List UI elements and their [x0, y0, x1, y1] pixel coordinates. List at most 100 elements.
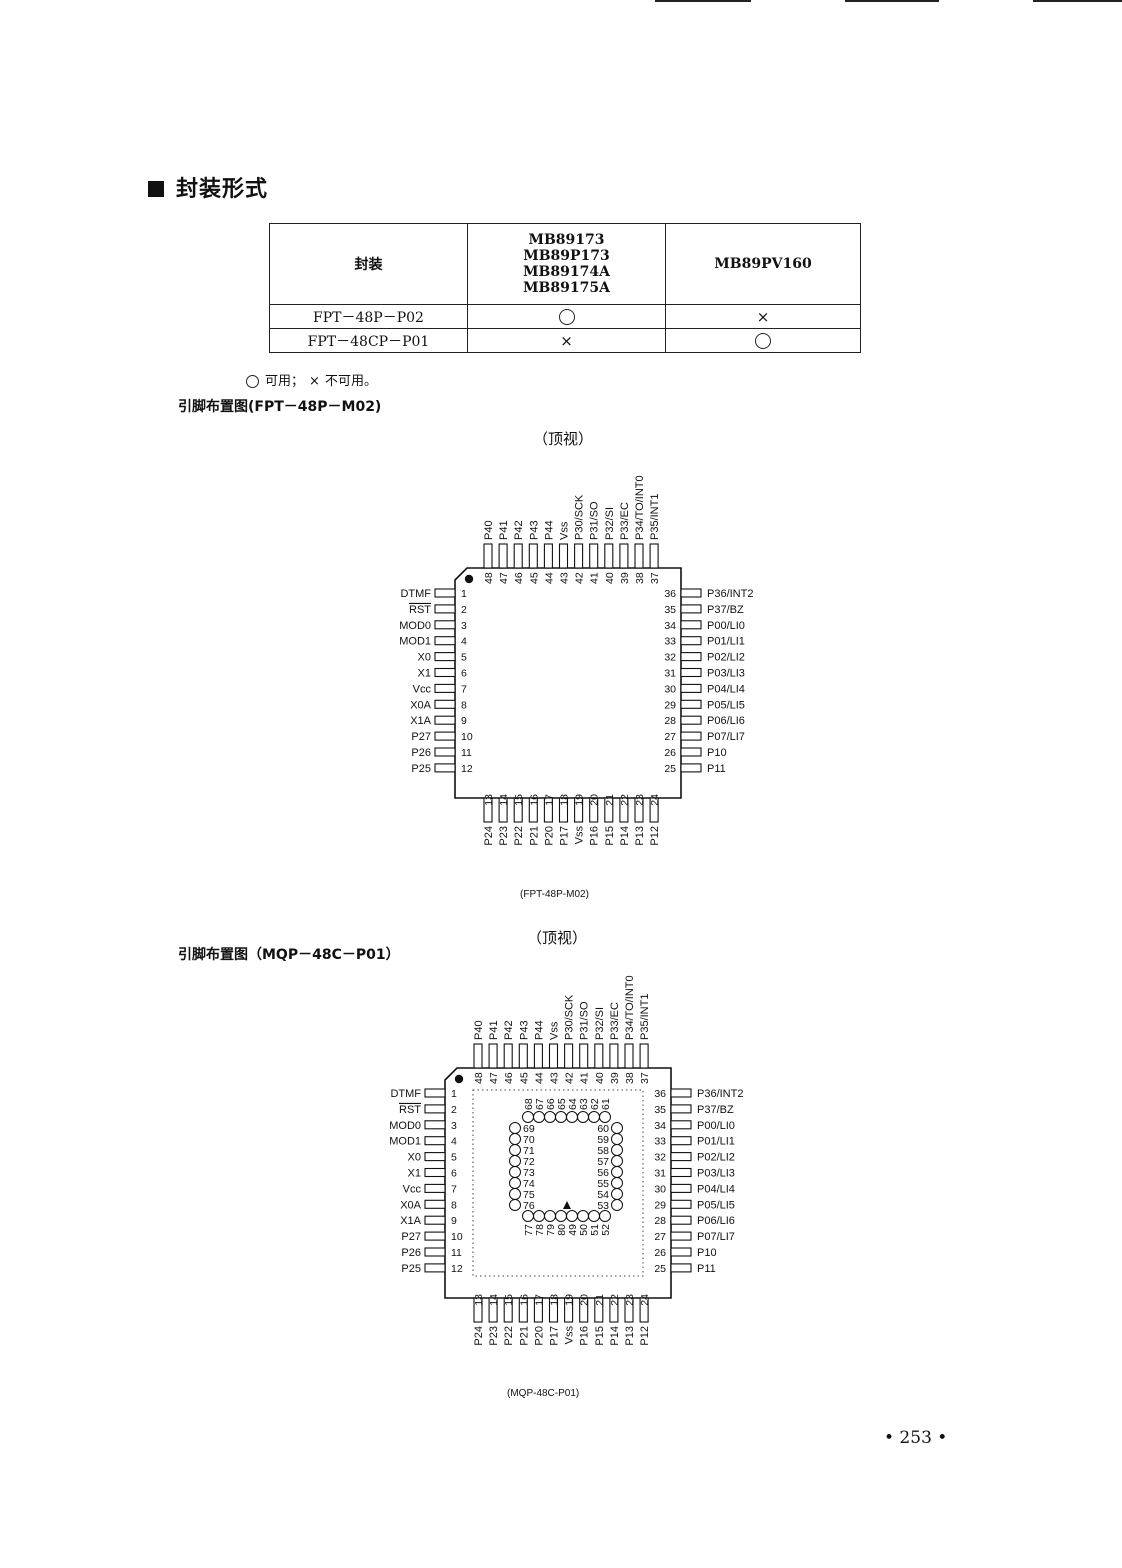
pin-label: P30/SCK: [564, 994, 576, 1040]
pin-label: P23: [488, 1326, 500, 1346]
socket-contact: [611, 1144, 623, 1156]
orientation-triangle-icon: [563, 1201, 571, 1209]
pin-number: 16: [528, 794, 540, 806]
pin-number: 2: [461, 604, 467, 616]
socket-contact: [588, 1111, 600, 1123]
pin-label: P04/LI4: [707, 683, 745, 695]
pin-lead: [424, 1215, 446, 1225]
pin-number: 47: [488, 1072, 500, 1084]
pin-label: P06/LI6: [697, 1215, 735, 1227]
pin-number: 8: [451, 1199, 457, 1211]
pin-lead: [473, 1043, 483, 1069]
socket-number: 78: [534, 1224, 546, 1236]
pin-number: 1: [451, 1088, 457, 1100]
pin-label: P32/SI: [594, 1007, 606, 1040]
pin-label: X1: [408, 1168, 421, 1180]
pin-label: P27: [401, 1231, 421, 1243]
pin-lead: [434, 715, 456, 725]
pin-lead: [609, 1297, 619, 1323]
socket-number: 61: [600, 1098, 612, 1110]
pin-number: 33: [664, 636, 676, 648]
pin-lead: [574, 543, 584, 569]
pin-lead: [604, 543, 614, 569]
socket-number: 50: [578, 1224, 590, 1236]
socket-number: 80: [556, 1224, 568, 1236]
pin-label: P12: [649, 826, 661, 846]
pin-label: P26: [411, 747, 431, 759]
pin-label: P35/INT1: [649, 494, 661, 540]
legend-note: 可用；×不可用。: [246, 370, 377, 389]
pin-label: MOD0: [389, 1120, 421, 1132]
pin-lead: [488, 1297, 498, 1323]
pin-number: 28: [664, 715, 676, 727]
package-name: FPT－48CP－P01: [269, 328, 468, 353]
pin1-marker-dot: [464, 574, 474, 584]
pin-label: P05/LI5: [707, 699, 745, 711]
col-header-group-b: MB89PV160: [665, 223, 861, 305]
pin-number: 25: [654, 1263, 666, 1275]
pin-number: 5: [461, 652, 467, 664]
pin-number: 2: [451, 1104, 457, 1116]
pin-lead: [424, 1183, 446, 1193]
pin-label: X0: [418, 652, 431, 664]
pin-lead: [528, 797, 538, 823]
pin-label: X0: [408, 1152, 421, 1164]
pin-lead: [424, 1231, 446, 1241]
top-rule-1: [655, 0, 751, 2]
pin-number: 17: [543, 794, 555, 806]
pin-lead: [434, 652, 456, 662]
pin-lead: [680, 588, 702, 598]
pin-number: 45: [518, 1072, 530, 1084]
pin-number: 40: [604, 572, 616, 584]
pin-number: 46: [503, 1072, 515, 1084]
pin-lead: [543, 797, 553, 823]
pin-lead: [434, 636, 456, 646]
pin-lead: [649, 797, 659, 823]
diagram2-caption: (MQP-48C-P01): [507, 1388, 580, 1399]
pin-number: 27: [664, 731, 676, 743]
pin-lead: [680, 604, 702, 614]
pin-number: 42: [564, 1072, 576, 1084]
pin-lead: [548, 1297, 559, 1323]
model-name: MB89174A: [523, 264, 610, 280]
pin-lead: [589, 543, 599, 569]
pin-lead: [564, 1297, 574, 1323]
socket-contact: [509, 1188, 521, 1200]
pin-label: RST: [399, 1104, 421, 1116]
pin-label: P25: [401, 1263, 421, 1275]
pin-lead: [649, 543, 659, 569]
pin1-marker-dot: [454, 1074, 464, 1084]
availability-cell: ×: [467, 328, 666, 353]
pin-number: 4: [461, 636, 467, 648]
pin-lead: [670, 1263, 692, 1273]
pin-diagram-mqp: 1DTMF2RST3MOD04MOD15X06X17Vcc8X0A9X1A10P…: [389, 975, 743, 1346]
pin-number: 34: [654, 1120, 666, 1132]
socket-number: 74: [523, 1178, 535, 1190]
pin-lead: [670, 1231, 692, 1241]
pin-diagram-fpt: 1DTMF2RST3MOD04MOD15X06X17Vcc8X0A9X1A10P…: [399, 475, 753, 846]
socket-number: 73: [523, 1167, 535, 1179]
chip-body: [454, 567, 682, 799]
availability-cell: [467, 304, 666, 329]
pin-number: 21: [604, 794, 616, 806]
pin-lead: [434, 731, 456, 741]
pin-label: P33/EC: [619, 502, 631, 540]
pin-lead: [528, 543, 538, 569]
pin-number: 26: [654, 1247, 666, 1259]
pin-number: 31: [664, 668, 676, 680]
pin-number: 6: [451, 1168, 457, 1180]
pin-label: P16: [589, 826, 601, 846]
pin-number: 28: [654, 1215, 666, 1227]
pin-number: 39: [619, 572, 631, 584]
pin-label: P23: [498, 826, 510, 846]
pin-lead: [680, 747, 702, 757]
pin-label: P20: [533, 1326, 545, 1346]
socket-number: 63: [578, 1098, 590, 1110]
pin-lead: [624, 1297, 634, 1323]
socket-number: 52: [600, 1224, 612, 1236]
pin-number: 15: [503, 1294, 515, 1306]
pin-number: 48: [473, 1072, 485, 1084]
socket-contact: [533, 1111, 545, 1123]
pin-lead: [670, 1247, 692, 1257]
socket-contact: [509, 1122, 521, 1134]
